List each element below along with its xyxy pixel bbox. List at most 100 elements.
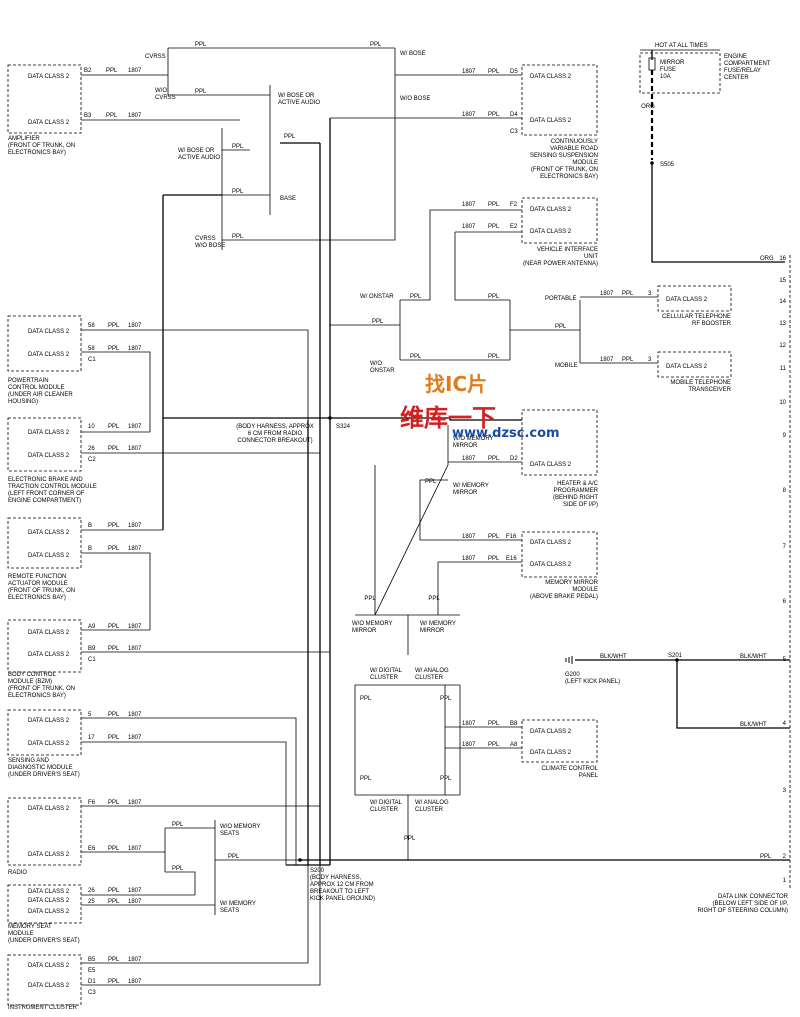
wire	[222, 100, 396, 241]
lbl: PPL	[228, 854, 240, 860]
lbl: PPL	[108, 735, 120, 741]
lbl: 1807	[128, 888, 142, 894]
lbl: PPL	[440, 696, 452, 702]
cvrss-opt: CVRSS	[145, 54, 166, 60]
lbl: 1807	[128, 800, 142, 806]
data-class-label: DATA CLASS 2	[28, 852, 70, 858]
lbl: 1807	[462, 534, 476, 540]
dlc-pin-11: 11	[780, 366, 787, 372]
amplifier-box	[7, 64, 82, 134]
pin-d5: D5	[510, 69, 518, 75]
lbl: PPL	[232, 189, 244, 195]
lbl: 1807	[128, 957, 142, 963]
lbl: 1807	[462, 456, 476, 462]
lbl: PPL	[410, 294, 422, 300]
lbl: PPL	[428, 596, 440, 602]
s324-label: S324	[336, 424, 351, 430]
lbl: PPL	[440, 776, 452, 782]
data-class-label: DATA CLASS 2	[530, 729, 572, 735]
dlc-pin-7: 7	[783, 544, 787, 550]
lbl: PPL	[364, 596, 376, 602]
dlc-pin-4: 4	[783, 721, 787, 727]
lbl: PPL	[760, 854, 772, 860]
lbl: PPL	[370, 42, 382, 48]
pin-d4: D4	[510, 112, 518, 118]
lbl: 1807	[128, 899, 142, 905]
dlc-pin-14: 14	[779, 299, 786, 305]
data-class-label: DATA CLASS 2	[530, 462, 572, 468]
org-label: ORG	[641, 104, 655, 110]
lbl: PPL	[172, 822, 184, 828]
pin-e16: E16	[506, 556, 517, 562]
dlc-pin-13: 13	[779, 321, 786, 327]
wire	[81, 351, 151, 432]
lbl: PPL	[108, 646, 120, 652]
pin-26s: 26	[88, 888, 95, 894]
pin-b5: B5	[88, 957, 96, 963]
seat-box	[7, 884, 82, 924]
pcm-box	[7, 315, 82, 372]
data-class-label: DATA CLASS 2	[530, 207, 572, 213]
pin-c3i: C3	[88, 990, 96, 996]
pin-b2: B2	[84, 68, 92, 74]
lbl: 1807	[600, 291, 614, 297]
pin-f6: F6	[88, 800, 96, 806]
lbl: PPL	[360, 776, 372, 782]
pin-58b: 58	[88, 346, 95, 352]
pin-5: 5	[88, 712, 92, 718]
ebtcm-box	[7, 417, 82, 472]
dlc-pin-16: 16	[779, 256, 786, 262]
dlc-pin-9: 9	[783, 433, 787, 439]
portable-opt: PORTABLE	[545, 296, 576, 302]
lbl: 1807	[128, 424, 142, 430]
lbl: PPL	[488, 112, 500, 118]
lbl: 1807	[600, 357, 614, 363]
org-label-2: ORG	[760, 256, 774, 262]
lbl: 1807	[462, 224, 476, 230]
pin-17: 17	[88, 735, 95, 741]
lbl: PPL	[108, 712, 120, 718]
data-class-label: DATA CLASS 2	[28, 741, 70, 747]
cvrss-box	[521, 64, 598, 136]
lbl: 1807	[462, 69, 476, 75]
pin-c1b: C1	[88, 657, 96, 663]
lbl: PPL	[108, 624, 120, 630]
lbl: PPL	[360, 696, 372, 702]
wire	[165, 871, 196, 895]
hvac-box	[521, 409, 598, 476]
data-class-label: DATA CLASS 2	[530, 540, 572, 546]
pin-b1: B	[88, 523, 92, 529]
lbl: PPL	[232, 234, 244, 240]
rfbooster-box	[657, 285, 732, 312]
org-wire	[651, 163, 785, 263]
wire	[81, 552, 151, 630]
lbl: 1807	[128, 523, 142, 529]
lbl: PPL	[488, 456, 500, 462]
pin-b9: B9	[88, 646, 96, 652]
mobile-opt: MOBILE	[555, 363, 578, 369]
sdm-box	[7, 709, 82, 756]
lbl: 1807	[128, 735, 142, 741]
data-class-label: DATA CLASS 2	[28, 430, 70, 436]
lbl: 1807	[128, 846, 142, 852]
data-class-label: DATA CLASS 2	[28, 909, 70, 915]
lbl: BLK/WHT	[600, 654, 627, 660]
wire	[400, 209, 522, 301]
lbl: 1807	[128, 979, 142, 985]
g200-label: G200(LEFT KICK PANEL)	[565, 672, 620, 685]
lbl: PPL	[488, 721, 500, 727]
radio-box	[7, 797, 82, 866]
